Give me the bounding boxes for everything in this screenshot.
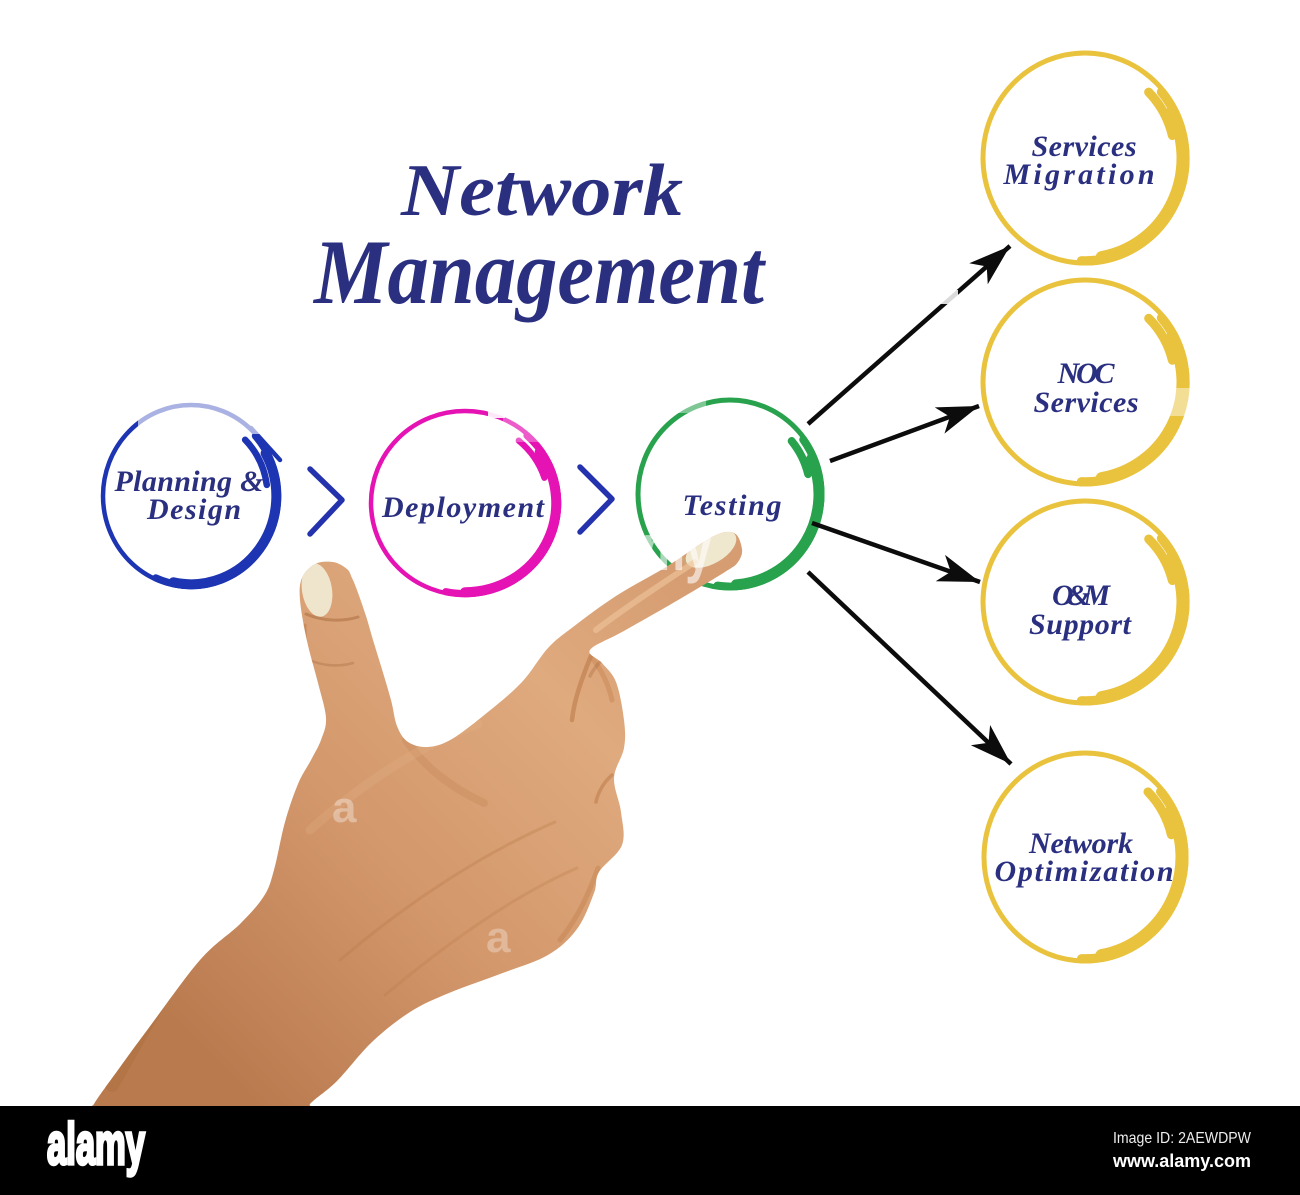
svg-text:Planning &: Planning & <box>114 465 264 498</box>
svg-text:Network: Network <box>400 150 683 232</box>
svg-text:Management: Management <box>312 221 766 323</box>
svg-text:Support: Support <box>1029 608 1133 641</box>
svg-text:my: my <box>642 510 712 584</box>
svg-text:alamy: alamy <box>47 1112 145 1177</box>
svg-text:Optimization: Optimization <box>995 855 1174 888</box>
svg-text:Image ID: 2AEWDPW: Image ID: 2AEWDPW <box>1113 1130 1252 1147</box>
svg-text:Services: Services <box>1032 130 1137 163</box>
svg-text:NOC: NOC <box>1057 357 1116 390</box>
svg-text:a: a <box>486 913 511 962</box>
svg-text:Design: Design <box>146 493 241 526</box>
svg-text:Deployment: Deployment <box>381 491 546 524</box>
svg-text:Migration: Migration <box>1003 158 1155 191</box>
svg-text:www.alamy.com: www.alamy.com <box>1112 1151 1251 1171</box>
svg-text:O&M: O&M <box>1052 579 1111 612</box>
svg-text:a: a <box>332 783 357 832</box>
svg-text:Services: Services <box>1034 386 1139 419</box>
svg-text:Network: Network <box>1028 827 1133 860</box>
